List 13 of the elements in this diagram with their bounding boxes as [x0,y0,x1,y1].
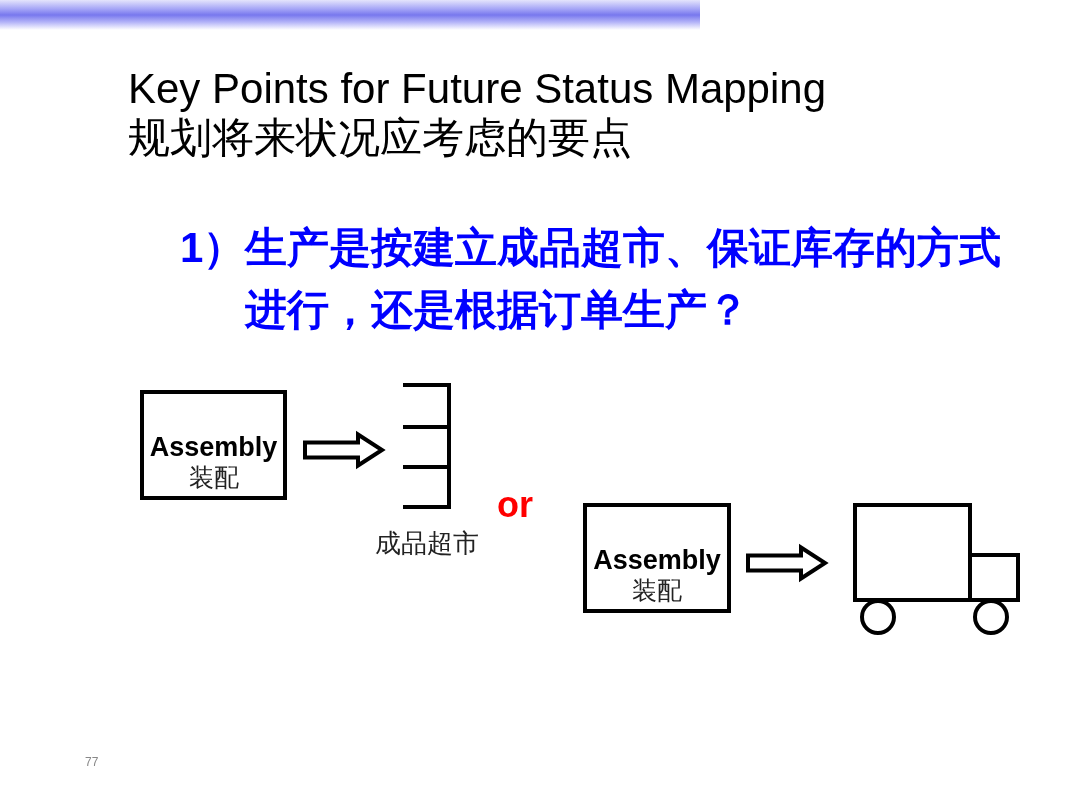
box-heading: Assembly [149,432,278,462]
page-number: 77 [85,754,99,770]
block-arrow [746,543,829,583]
slide-title: Key Points for Future Status Mapping 规划将来状况应考虑的要点 [128,64,828,162]
process-box [583,503,731,613]
question-text: 1）生产是按建立成品超市、保证库存的方式进行，还是根据订单生产？ [180,223,1003,335]
box-subheading: 装配 [188,462,239,492]
process-box [140,390,287,500]
box-subheading: 装配 [632,575,682,605]
icon-caption: 成品超市 [375,527,479,559]
block-arrow [303,430,386,470]
choice-word: or [497,485,533,525]
box-heading: Assembly [593,545,721,575]
